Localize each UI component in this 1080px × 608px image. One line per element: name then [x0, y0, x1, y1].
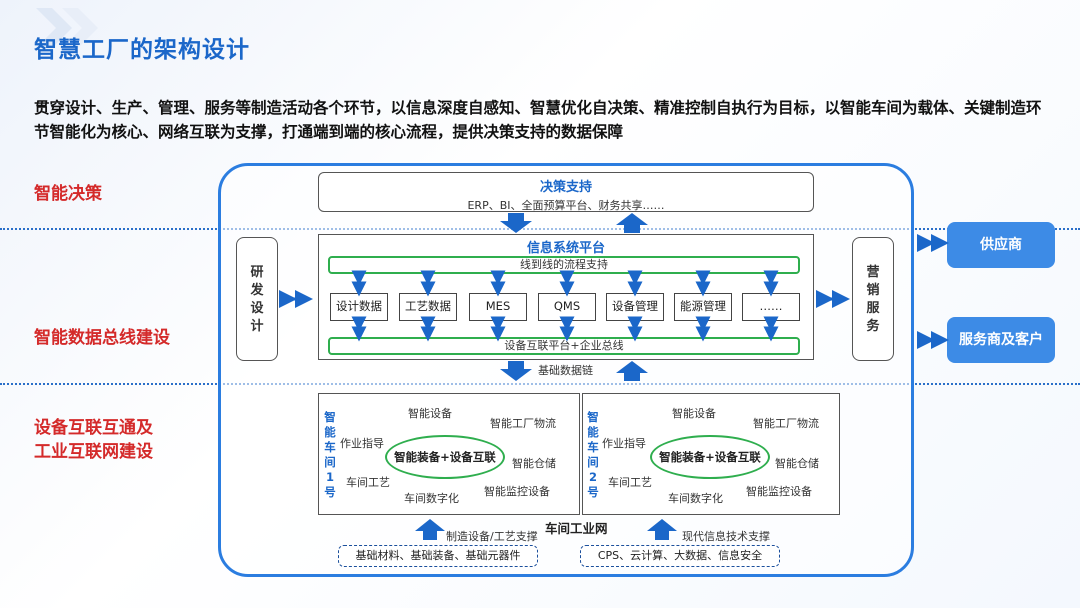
decision-support-box: 决策支持 ERP、BI、全面预算平台、财务共享…… — [318, 172, 814, 212]
ws1-center: 智能装备+设备互联 — [385, 435, 505, 479]
ws2-digital: 车间数字化 — [668, 492, 723, 505]
rd-design-box: 研 发 设 计 — [236, 237, 278, 361]
ws1-smart-equipment: 智能设备 — [408, 407, 452, 420]
service-customer-box: 服务商及客户 — [947, 317, 1055, 363]
ws1-guidance: 作业指导 — [340, 437, 384, 450]
manufacturing-support-label: 制造设备/工艺支撑 — [446, 530, 538, 543]
foundation-data-chain: 基础数据链 — [538, 364, 593, 377]
ws2-smart-equipment: 智能设备 — [672, 407, 716, 420]
workshop-network-label: 车间工业网 — [545, 521, 608, 536]
modern-it-box: CPS、云计算、大数据、信息安全 — [580, 545, 780, 567]
marketing-char: 服 — [866, 301, 880, 316]
decision-support-title: 决策支持 — [539, 180, 592, 195]
page-subtitle: 贯穿设计、生产、管理、服务等制造活动各个环节，以信息深度自感知、智慧优化自决策、… — [34, 99, 1042, 141]
marketing-char: 营 — [866, 265, 880, 280]
ws1-logistics: 智能工厂物流 — [490, 417, 556, 430]
decision-support-items: ERP、BI、全面预算平台、财务共享…… — [467, 199, 665, 212]
ws1-process: 车间工艺 — [346, 476, 390, 489]
marketing-service-box: 营 销 服 务 — [852, 237, 894, 361]
basic-materials-box: 基础材料、基础装备、基础元器件 — [338, 545, 538, 567]
ws2-center: 智能装备+设备互联 — [650, 435, 770, 479]
module-mes: MES — [469, 293, 527, 321]
page-title: 智慧工厂的架构设计 — [34, 37, 250, 63]
rd-char: 研 — [250, 265, 264, 280]
rd-char: 设 — [250, 301, 264, 316]
rd-char: 发 — [250, 283, 264, 298]
marketing-char: 务 — [866, 319, 880, 334]
layer-label-iot-2: 工业互联网建设 — [34, 442, 153, 462]
block-arrow-icon — [415, 213, 677, 540]
ws1-monitor: 智能监控设备 — [484, 485, 550, 498]
layer-label-databus: 智能数据总线建设 — [34, 328, 170, 348]
ws2-monitor: 智能监控设备 — [746, 485, 812, 498]
chevron-decoration-icon — [36, 8, 98, 48]
rd-char: 计 — [250, 319, 264, 334]
ws2-guidance: 作业指导 — [602, 437, 646, 450]
supplier-box: 供应商 — [947, 222, 1055, 268]
it-support-label: 现代信息技术支撑 — [682, 530, 770, 543]
ws2-warehouse: 智能仓储 — [775, 457, 819, 470]
layer-label-iot-1: 设备互联互通及 — [34, 418, 153, 438]
ws2-logistics: 智能工厂物流 — [753, 417, 819, 430]
ws2-process: 车间工艺 — [608, 476, 652, 489]
layer-label-decision: 智能决策 — [34, 184, 102, 204]
ws1-digital: 车间数字化 — [404, 492, 459, 505]
info-platform-title: 信息系统平台 — [526, 241, 605, 256]
ws1-warehouse: 智能仓储 — [512, 457, 556, 470]
marketing-char: 销 — [866, 283, 880, 298]
